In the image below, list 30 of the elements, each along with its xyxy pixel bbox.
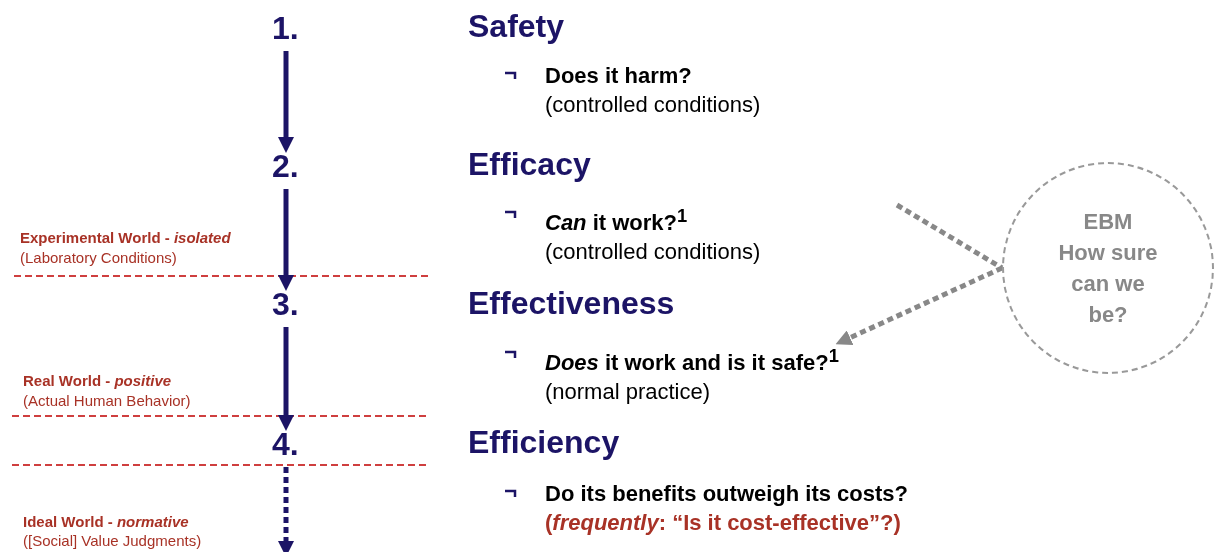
arrow bbox=[278, 189, 294, 291]
arrow bbox=[278, 51, 294, 153]
heading: Efficacy bbox=[468, 146, 591, 183]
step-number: 1. bbox=[272, 10, 299, 47]
arrow bbox=[278, 467, 294, 552]
heading: Efficiency bbox=[468, 424, 620, 461]
step-number: 3. bbox=[272, 286, 299, 323]
heading: Effectiveness bbox=[468, 285, 675, 322]
arrow bbox=[278, 327, 294, 431]
arrow bbox=[835, 265, 1004, 345]
condition-note: (normal practice) bbox=[545, 378, 711, 407]
question-text: Does it work and is it safe?$^{1}$ bbox=[545, 344, 839, 378]
step-number: 2. bbox=[272, 148, 299, 185]
circle-heading: EBM bbox=[1082, 208, 1134, 236]
question-text: Do its benefits outweigh its costs? bbox=[545, 481, 909, 507]
dashed-circle bbox=[1002, 162, 1214, 374]
cost-note: (frequently: “Is it cost-effective”?) bbox=[545, 510, 901, 536]
circle-text: How sure can we be? bbox=[1057, 239, 1159, 329]
step-number: 4. bbox=[272, 426, 299, 463]
world-label: Real World - positive bbox=[23, 372, 172, 389]
world-note: (Laboratory Conditions) bbox=[20, 249, 177, 266]
question-text: Can it work?$^{1}$ bbox=[545, 204, 688, 238]
world-label: Experimental World - isolated bbox=[20, 229, 231, 246]
question-text: Does it harm? bbox=[545, 63, 692, 89]
world-note: ([Social] Value Judgments) bbox=[23, 532, 202, 549]
world-note: (Actual Human Behavior) bbox=[23, 392, 191, 409]
condition-note: (controlled conditions) bbox=[545, 238, 761, 267]
condition-note: (controlled conditions) bbox=[545, 92, 761, 118]
heading: Safety bbox=[468, 8, 565, 45]
world-label: Ideal World - normative bbox=[23, 513, 189, 530]
